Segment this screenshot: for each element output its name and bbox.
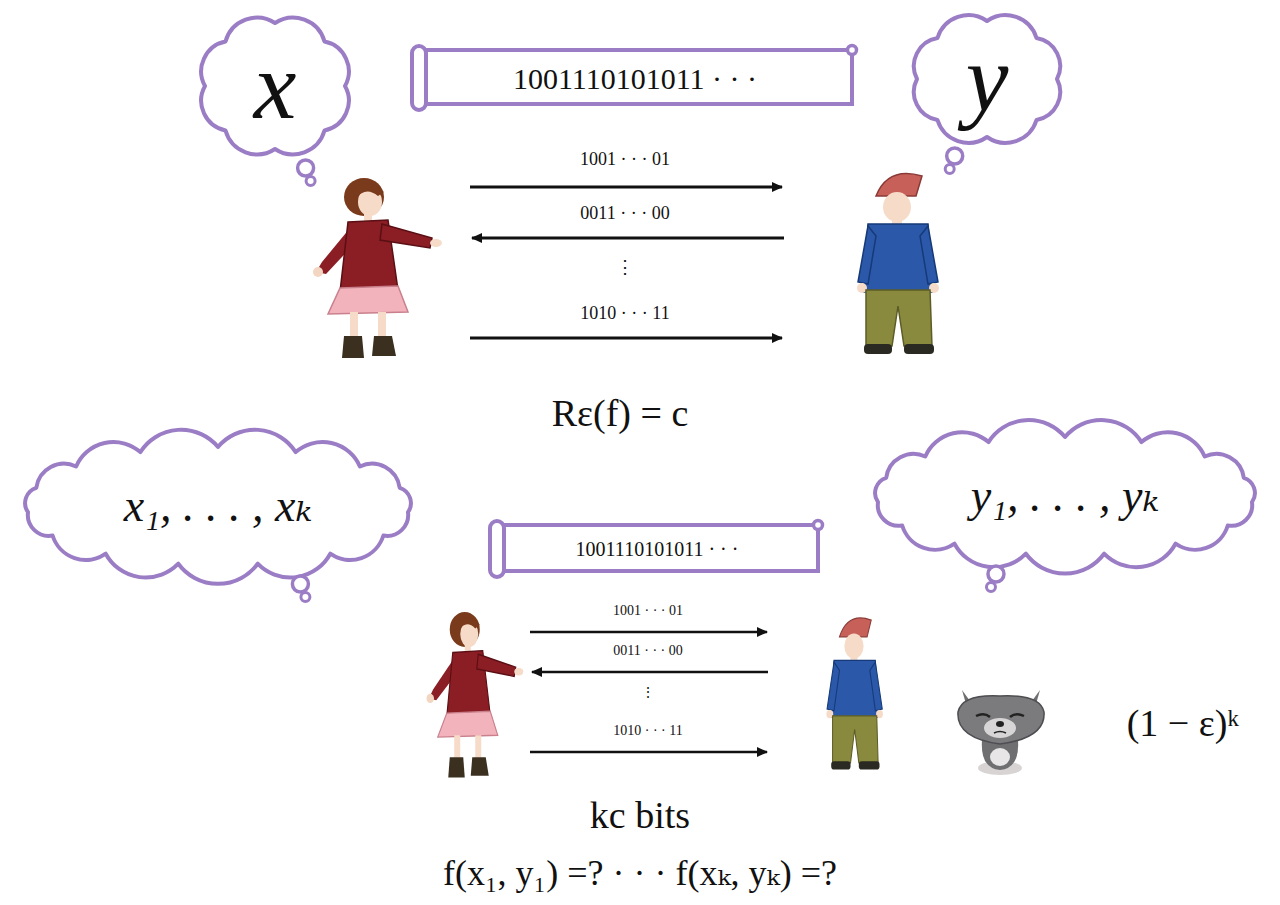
thought-variable: x₁, . . . , xₖ <box>124 481 313 532</box>
thought-variable: y₁, . . . , yₖ <box>971 471 1160 522</box>
cloud-outline <box>25 430 411 584</box>
thought-dot <box>292 576 308 592</box>
shared-random-string: 1001110101011 · · · <box>488 520 826 578</box>
bit-string: 1001 · · · 01 <box>580 150 670 170</box>
cloud-outline <box>914 15 1060 143</box>
scroll-roll <box>412 46 426 110</box>
thought-variable: y <box>966 26 1009 132</box>
vertical-dots: ⋮ <box>641 685 655 700</box>
random-bits: 1001110101011 · · · <box>513 62 757 95</box>
scroll-curl <box>848 46 857 55</box>
scroll-outline <box>418 50 852 104</box>
shared-random-string: 1001110101011 · · · <box>410 45 860 111</box>
message-arrow <box>470 186 782 189</box>
vertical-dots: ⋮ <box>616 258 634 278</box>
thought-bubble: x₁, . . . , xₖ <box>12 432 424 604</box>
complexity-formula: Rε(f) = c <box>552 393 689 435</box>
thought-bubble: x <box>190 8 360 188</box>
thought-dot <box>947 148 963 164</box>
scroll-curl <box>814 521 823 530</box>
sad-wolf <box>958 690 1044 775</box>
question-formula: f(x₁, y₁) =? · · · f(xₖ, yₖ) =? <box>443 854 837 894</box>
message-arrow <box>470 337 782 340</box>
bit-string: 0011 · · · 00 <box>580 204 669 224</box>
bit-string: 1001 · · · 01 <box>613 603 683 618</box>
message-arrow <box>530 751 767 754</box>
thought-dot <box>945 165 954 174</box>
success-probability: (1 − ε)ᵏ <box>1127 703 1240 745</box>
scroll-roll <box>490 521 504 577</box>
alice-figure <box>427 612 524 778</box>
message-arrow <box>530 631 767 634</box>
thought-dot <box>988 566 1004 582</box>
message-arrow <box>532 671 768 674</box>
thought-bubble: y₁, . . . , yₖ <box>862 422 1268 594</box>
bob-figure <box>857 174 939 355</box>
bit-string: 0011 · · · 00 <box>613 643 682 658</box>
thought-bubble: y <box>902 6 1072 176</box>
thought-dot <box>301 593 310 602</box>
bit-string: 1010 · · · 11 <box>613 723 682 738</box>
cloud-outline <box>201 18 349 155</box>
alice-figure <box>313 178 442 358</box>
random-bits: 1001110101011 · · · <box>576 538 739 560</box>
cloud-outline <box>875 420 1255 573</box>
thought-dot <box>306 177 315 186</box>
thought-dot <box>298 160 314 176</box>
bob-figure <box>826 618 883 770</box>
message-arrow <box>472 237 784 240</box>
thought-dot <box>986 583 995 592</box>
bit-string: 1010 · · · 11 <box>580 304 669 324</box>
scroll-outline <box>496 525 818 571</box>
thought-variable: x <box>254 33 297 139</box>
bits-count: kc bits <box>590 795 690 837</box>
